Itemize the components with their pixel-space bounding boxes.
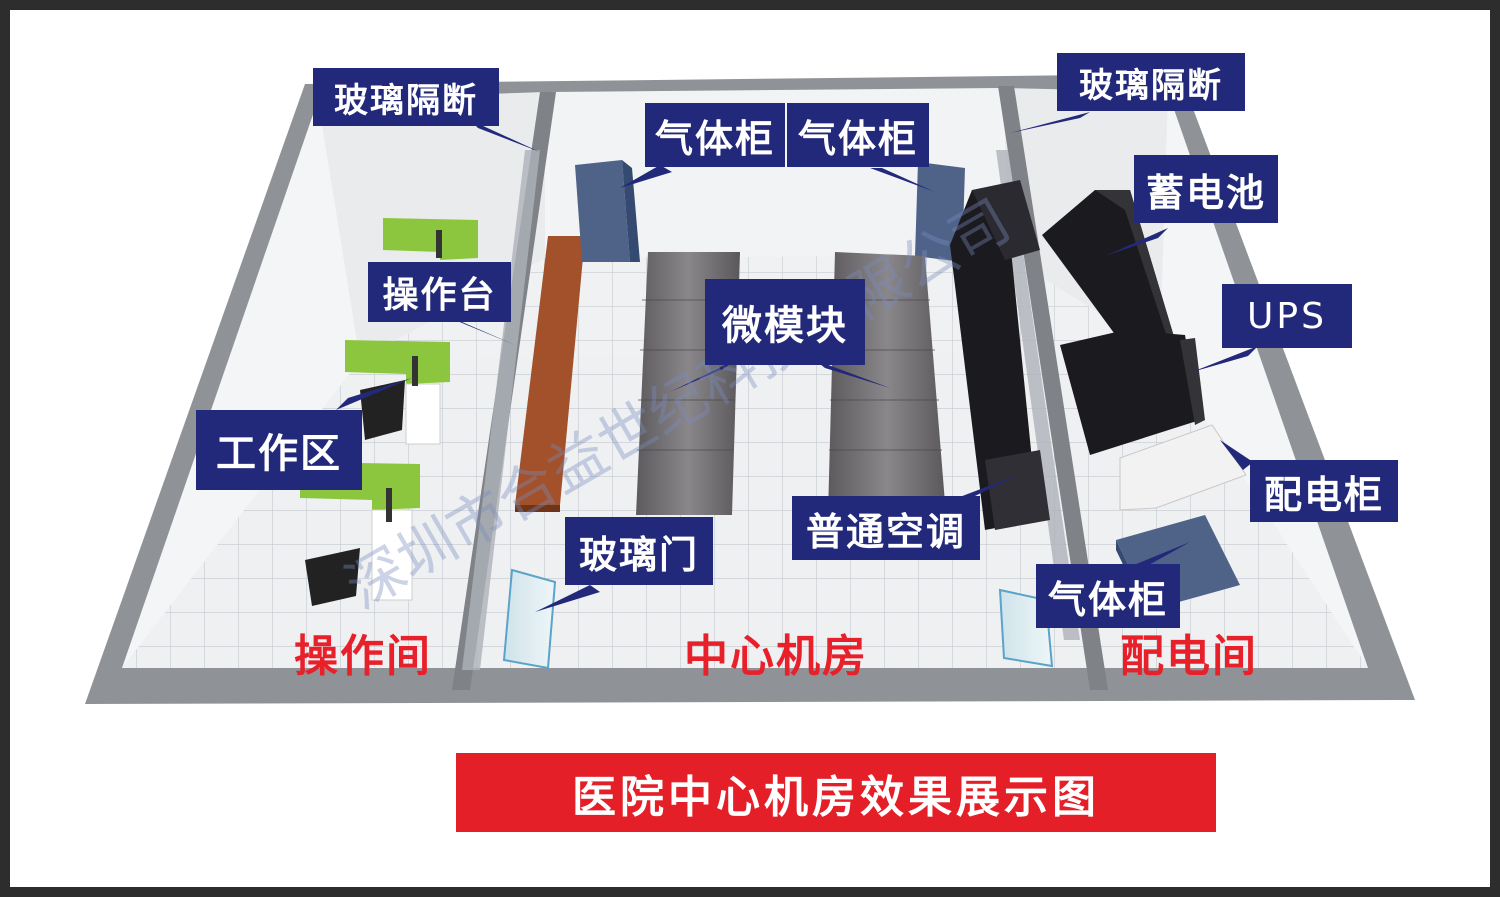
label-ups: UPS	[1222, 284, 1352, 348]
label-glass-door: 玻璃门	[565, 517, 713, 585]
air-conditioner-row	[950, 180, 1050, 530]
label-console: 操作台	[368, 262, 511, 322]
room-label-center: 中心机房	[684, 631, 868, 682]
label-gas-cabinet-2: 气体柜	[787, 103, 929, 167]
ups-units	[1060, 330, 1205, 455]
title-text: 医院中心机房效果展示图	[572, 771, 1100, 823]
label-air-conditioner: 普通空调	[792, 496, 980, 560]
label-gas-cabinet-1: 气体柜	[645, 103, 785, 167]
label-work-area: 工作区	[196, 410, 362, 490]
room-label-operation: 操作间	[294, 631, 432, 682]
label-gas-cabinet-3: 气体柜	[1036, 564, 1180, 628]
label-battery: 蓄电池	[1134, 155, 1278, 223]
label-micro-module: 微模块	[705, 279, 865, 365]
wooden-console	[515, 236, 585, 512]
label-distribution-cabinet: 配电柜	[1250, 460, 1398, 522]
room-label-power: 配电间	[1120, 631, 1258, 682]
title-banner: 医院中心机房效果展示图	[456, 753, 1216, 832]
label-glass-partition-right: 玻璃隔断	[1057, 53, 1245, 111]
label-glass-partition-left: 玻璃隔断	[313, 68, 499, 126]
